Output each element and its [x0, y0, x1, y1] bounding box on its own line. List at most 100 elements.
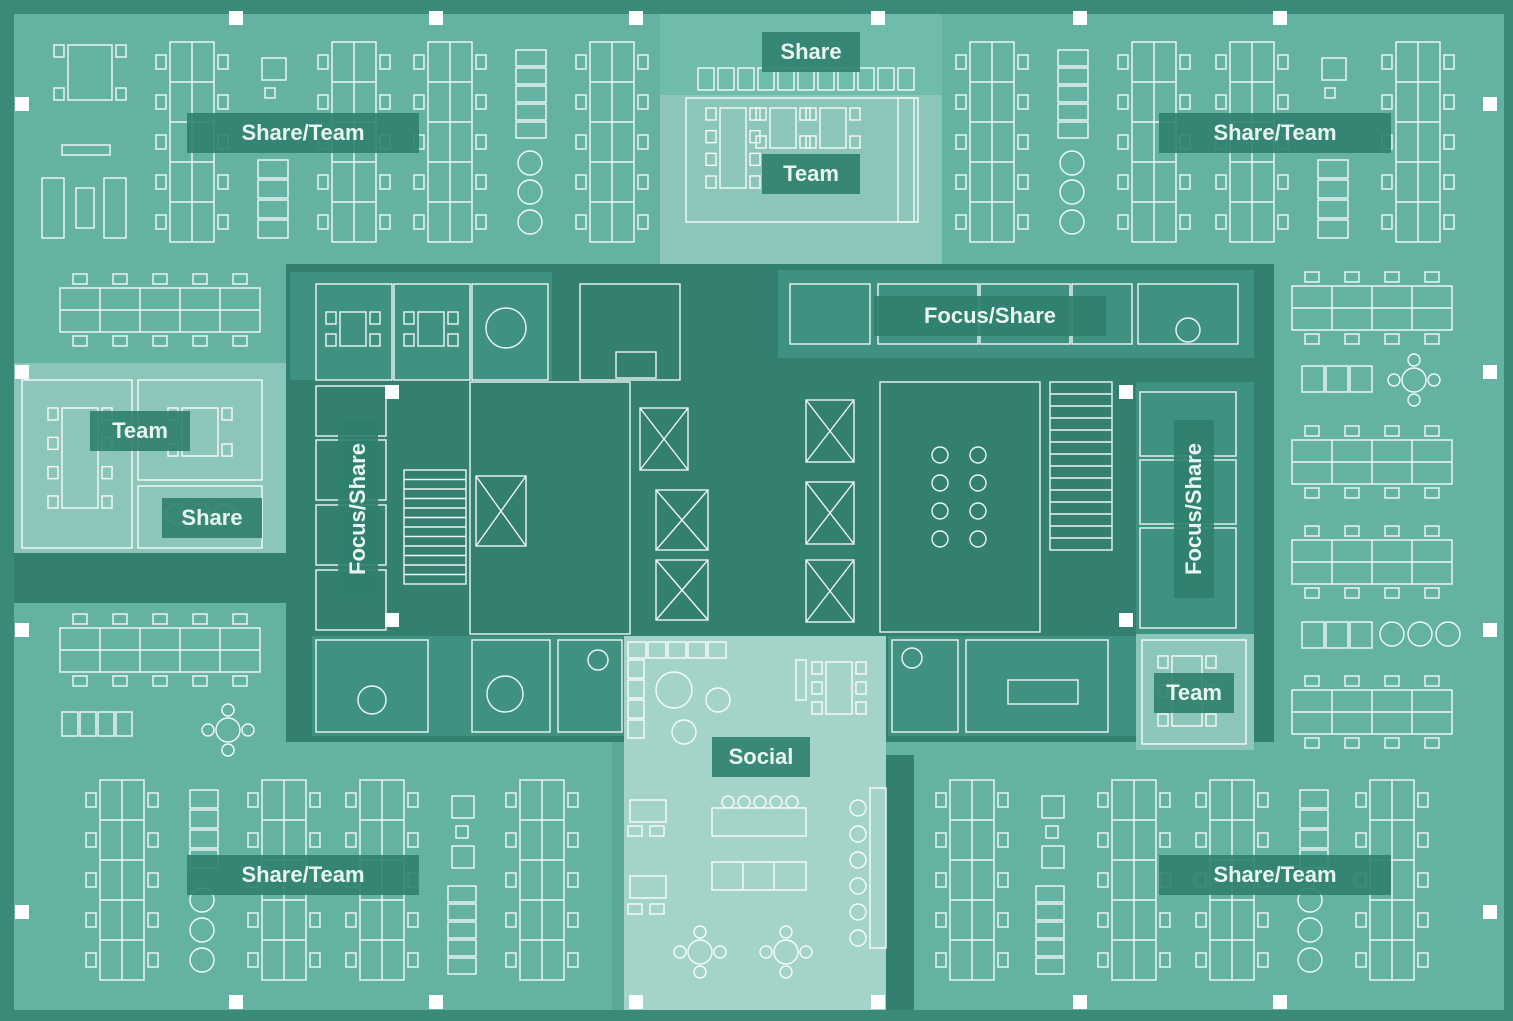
chair [325, 333, 337, 347]
booth-seat [877, 67, 895, 91]
column [1119, 385, 1133, 399]
chair [1097, 952, 1109, 968]
chair [47, 495, 59, 509]
chair [369, 311, 381, 325]
chair [221, 703, 235, 717]
chair [1443, 174, 1455, 190]
chair [811, 661, 823, 675]
team-room [685, 97, 919, 223]
storage-unit [257, 159, 289, 179]
chair [575, 174, 587, 190]
round-table [773, 939, 799, 965]
chair [379, 54, 391, 70]
elevator-cross [475, 475, 527, 547]
stool [849, 929, 867, 947]
storage-unit [1349, 621, 1373, 649]
storage-unit [707, 641, 727, 659]
label-backgrounds [90, 32, 1391, 895]
elevator-shaft [475, 475, 527, 547]
pantry [579, 283, 681, 381]
chair [72, 675, 88, 687]
chair [201, 723, 215, 737]
lounge-chair [901, 647, 923, 669]
storage-unit [1299, 789, 1329, 809]
chair [447, 333, 459, 347]
chair [759, 945, 773, 959]
conference-table [825, 661, 853, 715]
chair [72, 613, 88, 625]
chair [1384, 737, 1400, 749]
elevator-shaft [655, 489, 709, 551]
chair [637, 94, 649, 110]
chair [345, 832, 357, 848]
round-table [687, 939, 713, 965]
office [471, 283, 549, 381]
chair [192, 675, 208, 687]
chair [1017, 174, 1029, 190]
chair [47, 465, 59, 480]
chair [1117, 174, 1129, 190]
chair [475, 94, 487, 110]
chair [811, 681, 823, 695]
chair [849, 107, 861, 121]
column [15, 623, 29, 637]
chair [317, 214, 329, 230]
chair [1195, 952, 1207, 968]
chair [309, 832, 321, 848]
storage-unit [1317, 179, 1349, 199]
chair [649, 825, 665, 837]
column [15, 97, 29, 111]
storage-unit [1301, 621, 1325, 649]
booth-seat [897, 67, 915, 91]
chair [345, 912, 357, 928]
chair [221, 443, 233, 457]
storage-unit [97, 711, 115, 737]
chair [232, 335, 248, 347]
chair [855, 661, 867, 675]
storage-unit [1317, 199, 1349, 219]
chair [1384, 333, 1400, 345]
chair [1381, 174, 1393, 190]
chair [247, 832, 259, 848]
storage-unit [257, 199, 289, 219]
stool [849, 851, 867, 869]
chair [309, 912, 321, 928]
chair [1277, 54, 1289, 70]
lounge-chair [189, 917, 215, 943]
chair [1205, 713, 1217, 727]
chair [101, 495, 113, 509]
lounge-chair [1059, 179, 1085, 205]
elevator-shaft [805, 481, 855, 545]
chair [575, 214, 587, 230]
chair [247, 952, 259, 968]
booth-seat [717, 67, 735, 91]
chair [217, 54, 229, 70]
zone-label-share-team-nw: Share/Team [241, 120, 365, 145]
booth-seat [737, 67, 755, 91]
storage-unit [647, 641, 667, 659]
conference-table [339, 311, 367, 347]
round-table [486, 675, 524, 713]
chair [85, 912, 97, 928]
storage-unit [189, 809, 219, 829]
stool [849, 825, 867, 843]
chair [317, 94, 329, 110]
chair [413, 94, 425, 110]
chair [1424, 525, 1440, 537]
chair [705, 152, 717, 167]
counter [615, 351, 657, 379]
chair [997, 912, 1009, 928]
chair [407, 832, 419, 848]
column [15, 905, 29, 919]
chair [1277, 94, 1289, 110]
stool [849, 799, 867, 817]
office [471, 639, 551, 733]
chair [575, 54, 587, 70]
chair [1417, 792, 1429, 808]
chair [53, 87, 65, 101]
stool [849, 877, 867, 895]
zone-label-share-west: Share [181, 505, 243, 530]
chair [705, 107, 717, 121]
chair [575, 134, 587, 150]
wc [969, 446, 987, 464]
